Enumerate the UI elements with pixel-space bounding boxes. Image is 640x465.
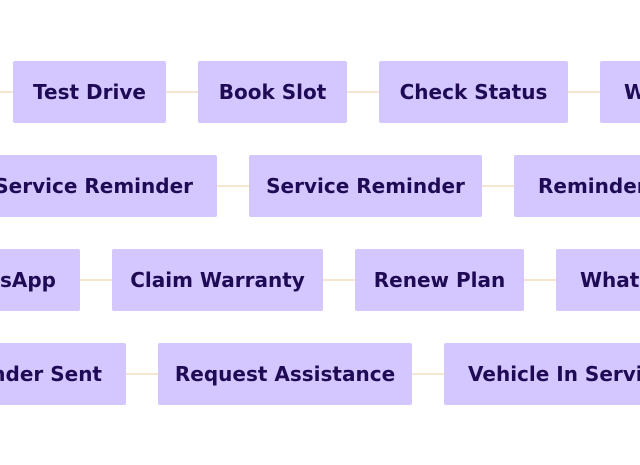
node-renew-plan: Renew Plan <box>355 249 524 311</box>
connector <box>347 91 379 93</box>
node-check-status: Check Status <box>379 61 568 123</box>
connector <box>524 279 556 281</box>
node-service-reminder: Service Reminder <box>0 155 217 217</box>
node-truncated-whatsapp: tsApp <box>0 249 80 311</box>
connector <box>126 373 158 375</box>
connector <box>0 91 13 93</box>
connector <box>568 91 600 93</box>
node-truncated-whats: Whats <box>556 249 640 311</box>
node-request-assistance: Request Assistance <box>158 343 412 405</box>
connector <box>166 91 198 93</box>
connector <box>412 373 444 375</box>
node-book-slot: Book Slot <box>198 61 347 123</box>
node-test-drive: Test Drive <box>13 61 166 123</box>
connector <box>323 279 355 281</box>
node-vehicle-in-service: Vehicle In Servic <box>444 343 640 405</box>
node-truncated-reminder-sent: nder Sent <box>0 343 126 405</box>
node-truncated-w: W <box>600 61 640 123</box>
connector <box>482 185 514 187</box>
connector <box>217 185 249 187</box>
node-claim-warranty: Claim Warranty <box>112 249 323 311</box>
connector <box>80 279 112 281</box>
node-service-reminder: Service Reminder <box>249 155 482 217</box>
node-reminder: Reminder <box>514 155 640 217</box>
